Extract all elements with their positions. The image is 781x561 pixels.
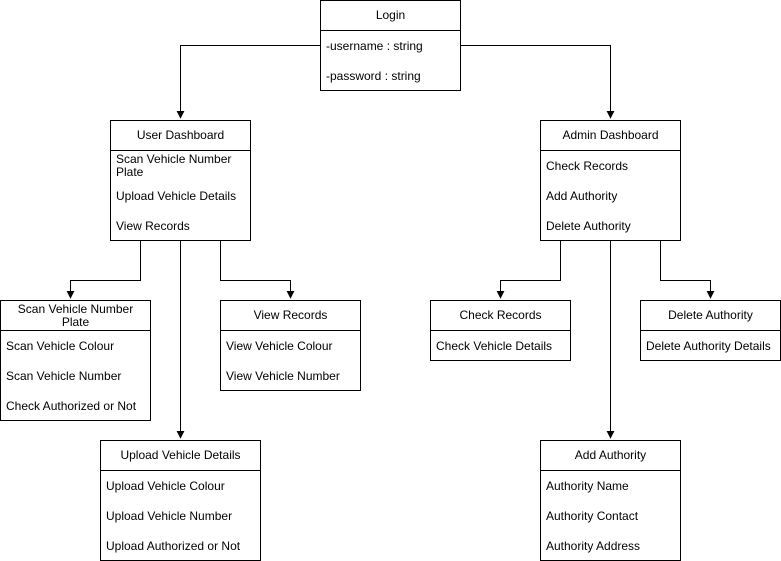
edge-user-dashboard-to-view-records [220,240,295,299]
check-records-node[interactable]: Check Records Check Vehicle Details [430,300,571,361]
admin-dashboard-title: Admin Dashboard [541,121,680,151]
admin-dashboard-item-add-authority: Add Authority [546,189,618,203]
upload-details-title: Upload Vehicle Details [101,441,260,471]
edge-admin-dashboard-to-check-records [496,240,561,299]
scan-plate-node[interactable]: Scan Vehicle Number Plate Scan Vehicle C… [0,300,151,421]
edge-user-dashboard-to-scan-plate [66,240,141,299]
edge-login-to-admin-dashboard [460,45,615,119]
upload-details-item-authorized: Upload Authorized or Not [106,539,241,553]
upload-details-node[interactable]: Upload Vehicle Details Upload Vehicle Co… [100,440,261,561]
upload-details-item-number: Upload Vehicle Number [106,509,233,523]
login-password-field: -password : string [326,69,421,83]
user-dashboard-item-upload-details: Upload Vehicle Details [116,189,237,203]
delete-authority-title: Delete Authority [641,301,780,331]
add-authority-item-address: Authority Address [546,539,641,553]
scan-plate-title: Scan Vehicle Number Plate [1,301,150,331]
scan-plate-item-colour: Scan Vehicle Colour [6,339,115,353]
add-authority-title: Add Authority [541,441,680,471]
add-authority-item-name: Authority Name [546,479,629,493]
edge-admin-dashboard-to-delete-authority [660,240,715,299]
user-dashboard-item-scan-plate: Scan Vehicle Number Plate [116,152,232,179]
user-dashboard-title: User Dashboard [111,121,250,151]
delete-authority-node[interactable]: Delete Authority Delete Authority Detail… [640,300,781,361]
view-records-item-number: View Vehicle Number [226,369,340,383]
add-authority-node[interactable]: Add Authority Authority Name Authority C… [540,440,681,561]
view-records-node[interactable]: View Records View Vehicle Colour View Ve… [220,300,361,391]
admin-dashboard-item-check-records: Check Records [546,159,629,173]
login-node[interactable]: Login -username : string -password : str… [320,0,461,91]
delete-authority-item-details: Delete Authority Details [646,339,771,353]
check-records-title: Check Records [431,301,570,331]
scan-plate-item-number: Scan Vehicle Number [6,369,122,383]
check-records-item-details: Check Vehicle Details [436,339,553,353]
user-dashboard-node[interactable]: User Dashboard Scan Vehicle Number Plate… [110,120,251,241]
view-records-item-colour: View Vehicle Colour [226,339,333,353]
user-dashboard-item-view-records: View Records [116,219,190,233]
admin-dashboard-item-delete-authority: Delete Authority [546,219,631,233]
scan-plate-item-authorized: Check Authorized or Not [6,399,137,413]
view-records-title: View Records [221,301,360,331]
edge-login-to-user-dashboard [176,45,321,119]
upload-details-item-colour: Upload Vehicle Colour [106,479,225,493]
admin-dashboard-node[interactable]: Admin Dashboard Check Records Add Author… [540,120,681,241]
login-title: Login [321,1,460,31]
login-username-field: -username : string [326,39,423,53]
add-authority-item-contact: Authority Contact [546,509,639,523]
